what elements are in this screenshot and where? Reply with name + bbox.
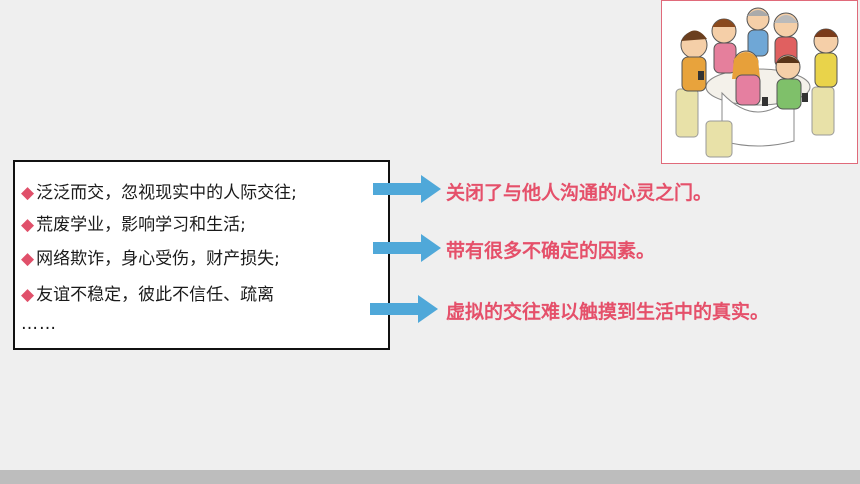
- diamond-icon: ◆: [21, 215, 35, 235]
- bullet-item: ◆友谊不稳定，彼此不信任、疏离: [21, 280, 274, 305]
- bottom-bar: [0, 470, 860, 484]
- bullet-text: 荒废学业，影响学习和生活;: [36, 215, 246, 235]
- statement-1: 关闭了与他人沟通的心灵之门。: [446, 182, 713, 204]
- bullet-text: 友谊不稳定，彼此不信任、疏离: [36, 285, 275, 305]
- bullet-text: 网络欺诈，身心受伤，财产损失;: [36, 249, 280, 269]
- right-arrow-icon: [370, 295, 438, 323]
- bullet-item: ◆网络欺诈，身心受伤，财产损失;: [21, 244, 280, 269]
- statement-3: 虚拟的交往难以触摸到生活中的真实。: [446, 301, 770, 323]
- diamond-icon: ◆: [21, 183, 35, 203]
- illustration-graphic: [675, 7, 839, 158]
- people-at-table-illustration: [661, 0, 858, 164]
- statement-2: 带有很多不确定的因素。: [446, 240, 656, 262]
- bullet-item: ◆荒废学业，影响学习和生活;: [21, 210, 246, 235]
- right-arrow-icon: [373, 175, 441, 203]
- diamond-icon: ◆: [21, 249, 35, 269]
- diamond-icon: ◆: [21, 285, 35, 305]
- consequences-box: ◆泛泛而交，忽视现实中的人际交往; ◆荒废学业，影响学习和生活; ◆网络欺诈，身…: [13, 160, 390, 350]
- ellipsis-text: ……: [21, 314, 57, 334]
- bullet-text: 泛泛而交，忽视现实中的人际交往;: [36, 183, 297, 203]
- right-arrow-icon: [373, 234, 441, 262]
- bullet-item: ◆泛泛而交，忽视现实中的人际交往;: [21, 178, 297, 203]
